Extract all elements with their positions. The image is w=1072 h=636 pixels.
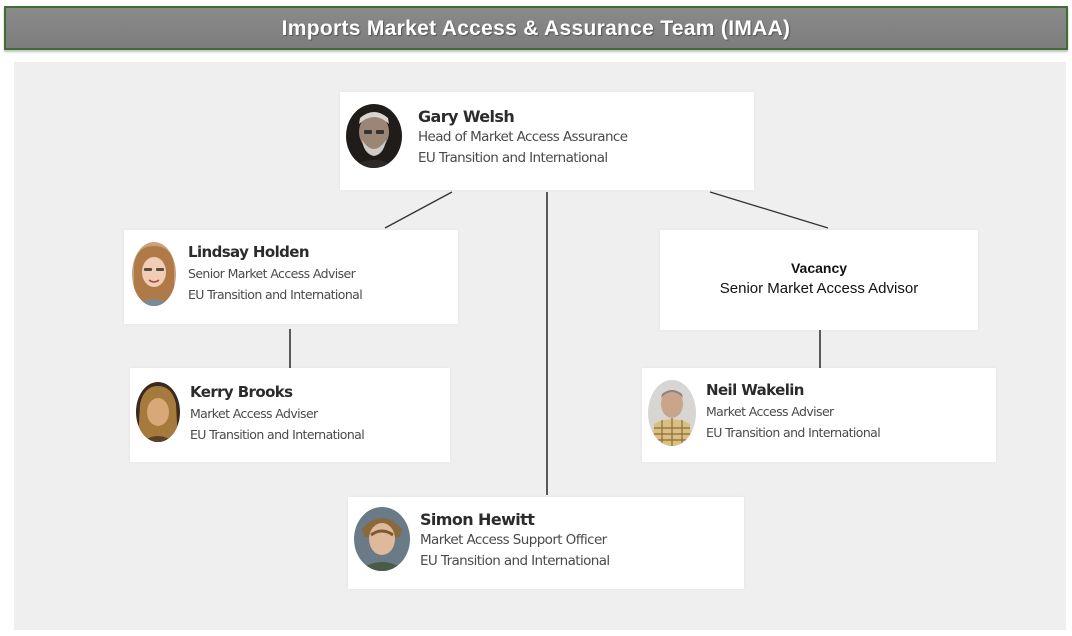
person-role: Market Access Adviser: [190, 406, 318, 421]
connector-gary-lindsay: [384, 191, 453, 229]
card-simon-hewitt: Simon Hewitt Market Access Support Offic…: [348, 497, 744, 589]
person-department: EU Transition and International: [706, 425, 881, 440]
card-text: Neil Wakelin Market Access Adviser EU Tr…: [706, 380, 881, 443]
avatar-photo: [136, 382, 180, 442]
connector-lines: [289, 191, 829, 495]
org-chart-canvas: Gary Welsh Head of Market Access Assuran…: [14, 62, 1066, 630]
card-vacancy: Vacancy Senior Market Access Advisor: [660, 230, 978, 330]
card-gary-welsh: Gary Welsh Head of Market Access Assuran…: [340, 92, 754, 190]
person-role: Market Access Support Officer: [420, 532, 607, 548]
person-department: EU Transition and International: [188, 287, 363, 302]
person-name: Kerry Brooks: [190, 383, 293, 401]
person-role: Senior Market Access Adviser: [188, 266, 356, 281]
avatar-photo: [648, 380, 696, 446]
person-name: Neil Wakelin: [706, 381, 804, 399]
title-banner: Imports Market Access & Assurance Team (…: [4, 6, 1068, 50]
card-lindsay-holden: Lindsay Holden Senior Market Access Advi…: [124, 230, 458, 324]
card-text: Kerry Brooks Market Access Adviser EU Tr…: [190, 382, 365, 445]
card-text: Simon Hewitt Market Access Support Offic…: [420, 509, 610, 572]
avatar-photo: [354, 507, 410, 571]
person-department: EU Transition and International: [420, 553, 610, 569]
avatar-photo: [132, 242, 176, 306]
banner-title: Imports Market Access & Assurance Team (…: [281, 17, 791, 40]
person-name: Gary Welsh: [418, 107, 515, 126]
person-department: EU Transition and International: [190, 427, 365, 442]
card-kerry-brooks: Kerry Brooks Market Access Adviser EU Tr…: [130, 368, 450, 462]
vacancy-title: Vacancy: [790, 260, 848, 276]
vacancy-role: Senior Market Access Advisor: [719, 280, 919, 297]
card-text: Lindsay Holden Senior Market Access Advi…: [188, 242, 363, 305]
person-role: Head of Market Access Assurance: [418, 129, 628, 145]
person-name: Simon Hewitt: [420, 510, 535, 529]
card-text: Gary Welsh Head of Market Access Assuran…: [418, 106, 628, 169]
avatar-photo: [346, 104, 402, 168]
connector-gary-vacancy: [709, 191, 829, 229]
card-neil-wakelin: Neil Wakelin Market Access Adviser EU Tr…: [642, 368, 996, 462]
person-role: Market Access Adviser: [706, 404, 834, 419]
person-name: Lindsay Holden: [188, 243, 310, 261]
person-department: EU Transition and International: [418, 150, 608, 166]
